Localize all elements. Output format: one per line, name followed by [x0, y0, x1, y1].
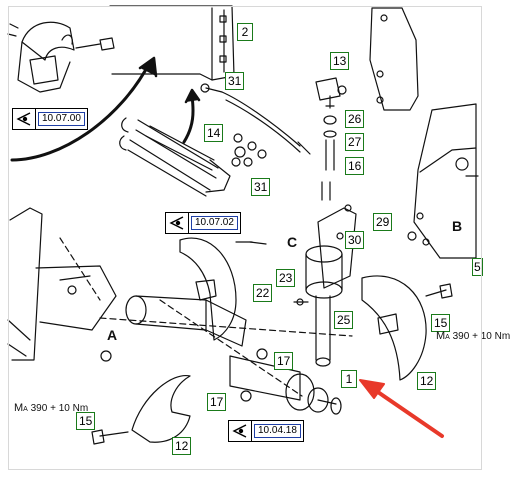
callout-30[interactable]: 30: [345, 231, 365, 249]
callout-25[interactable]: 25: [334, 311, 354, 329]
assembly-arrow: [10, 60, 152, 162]
lower-shield-drawing: [91, 350, 191, 445]
hitch-part-drawing: [7, 21, 115, 93]
ref-number: 10.07.00: [38, 112, 85, 126]
callout-12-left[interactable]: 12: [172, 437, 192, 455]
callout-13[interactable]: 13: [330, 52, 350, 70]
torque-spec-right: MA 390 + 10 Nm: [436, 330, 510, 342]
exploded-parts-drawing: [7, 5, 479, 445]
ref-number: 10.07.02: [191, 216, 238, 230]
bracket-b-drawing: [407, 103, 479, 259]
callout-17-low[interactable]: 17: [207, 393, 227, 411]
label-b: B: [452, 218, 463, 234]
eye-icon: [166, 213, 189, 233]
red-arrow-icon: [359, 379, 444, 438]
upper-shield-drawing: [179, 237, 237, 341]
callout-27[interactable]: 27: [345, 133, 365, 151]
callout-12-right[interactable]: 12: [417, 372, 437, 390]
eye-icon: [229, 421, 252, 441]
frame-plate-drawing: [109, 5, 235, 81]
label-c: C: [287, 234, 298, 250]
callout-31-mid[interactable]: 31: [251, 178, 271, 196]
valve-drawing: [315, 77, 347, 201]
callout-16[interactable]: 16: [345, 157, 365, 175]
callout-26[interactable]: 26: [345, 110, 365, 128]
label-a: A: [107, 327, 118, 343]
callout-22[interactable]: 22: [253, 284, 273, 302]
left-frame-drawing: [7, 207, 117, 361]
callout-1[interactable]: 1: [341, 370, 357, 388]
ref-box-10-04-18[interactable]: 10.04.18: [228, 420, 304, 442]
callout-15-left[interactable]: 15: [76, 412, 96, 430]
ref-box-10-07-02[interactable]: 10.07.02: [165, 212, 241, 234]
right-frame-drawing: [369, 7, 419, 111]
callout-31-top[interactable]: 31: [225, 72, 245, 90]
ref-number: 10.04.18: [254, 424, 301, 438]
fittings-drawing: [231, 133, 267, 167]
diagram-canvas: 2 31 13 26 27 14 31 16 29 30 23 22 25 15…: [7, 5, 510, 470]
callout-2[interactable]: 2: [237, 23, 253, 41]
axle-drawing: [59, 237, 353, 415]
callout-29[interactable]: 29: [373, 213, 393, 231]
right-shield-drawing: [361, 275, 453, 381]
callout-14[interactable]: 14: [204, 124, 224, 142]
hose-bundle-drawing: [119, 83, 311, 197]
eye-icon: [13, 109, 36, 129]
cylinder-drawing: [293, 204, 357, 367]
callout-15-right[interactable]: 15: [431, 314, 451, 332]
callout-23[interactable]: 23: [276, 269, 296, 287]
callout-5[interactable]: 5: [472, 258, 483, 276]
torque-spec-left: MA 390 + 10 Nm: [14, 402, 89, 414]
ref-box-10-07-00[interactable]: 10.07.00: [12, 108, 88, 130]
callout-17-mid[interactable]: 17: [274, 352, 294, 370]
